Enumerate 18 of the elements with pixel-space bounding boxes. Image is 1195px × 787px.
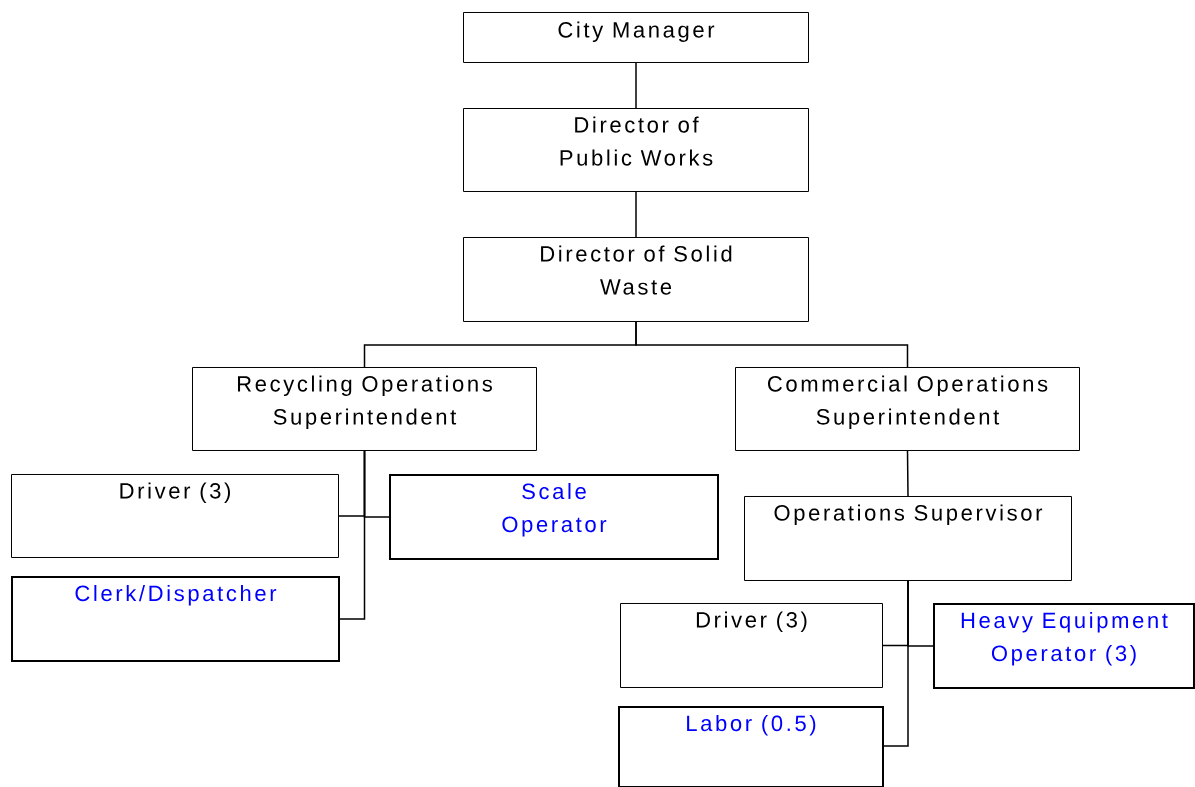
org-box: Heavy Equipment Operator (3) bbox=[933, 603, 1195, 689]
connector-line bbox=[635, 321, 909, 368]
connector-line bbox=[635, 191, 637, 238]
connector-line bbox=[339, 450, 366, 620]
org-box: Operations Supervisor bbox=[744, 496, 1072, 581]
org-box: Director of Solid Waste bbox=[463, 237, 809, 322]
org-box: Driver (3) bbox=[11, 474, 339, 558]
org-box: Scale Operator bbox=[389, 474, 719, 560]
org-box: Labor (0.5) bbox=[618, 706, 884, 787]
org-box: Clerk/Dispatcher bbox=[11, 576, 340, 662]
org-box: Recycling Operations Superintendent bbox=[192, 367, 537, 451]
connector-line bbox=[883, 580, 909, 747]
org-box: City Manager bbox=[463, 12, 809, 63]
connector-line bbox=[635, 62, 637, 109]
org-box: Commercial Operations Superintendent bbox=[735, 367, 1080, 451]
connector-line bbox=[906, 450, 909, 497]
org-box: Director of Public Works bbox=[463, 108, 809, 192]
org-box: Driver (3) bbox=[620, 603, 883, 688]
